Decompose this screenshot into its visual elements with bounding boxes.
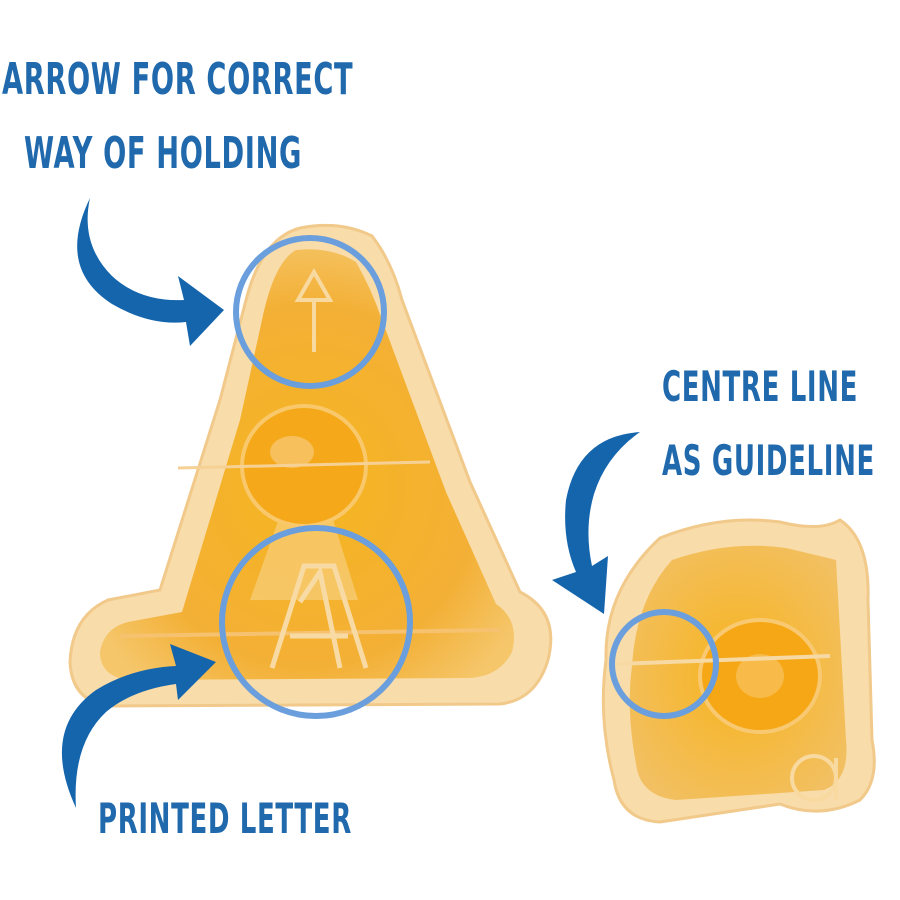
lowercase-a-cutter [601, 518, 876, 824]
printed-letter-a-small [790, 754, 838, 802]
highlight-circle-centre-line [609, 609, 719, 719]
uppercase-a-cutter [68, 223, 553, 708]
highlight-circle-arrow [233, 235, 387, 389]
callout-arrow-printed-letter [61, 644, 217, 808]
callout-arrow-holding [77, 198, 225, 346]
printed-letter-a [269, 563, 369, 669]
cutter-counter [250, 510, 358, 600]
label-centre-line-1: centre line [662, 362, 859, 411]
label-centre-line-2: as guideline [662, 436, 875, 485]
highlight-circle-printed-letter [219, 525, 413, 719]
raised-arrow-mark [294, 267, 334, 352]
callout-arrow-centre-line [552, 432, 640, 614]
label-printed-letter: printed letter [98, 794, 352, 843]
label-arrow-line-1: Arrow for correct [2, 54, 354, 105]
label-arrow-line-2: way of holding [24, 128, 303, 179]
